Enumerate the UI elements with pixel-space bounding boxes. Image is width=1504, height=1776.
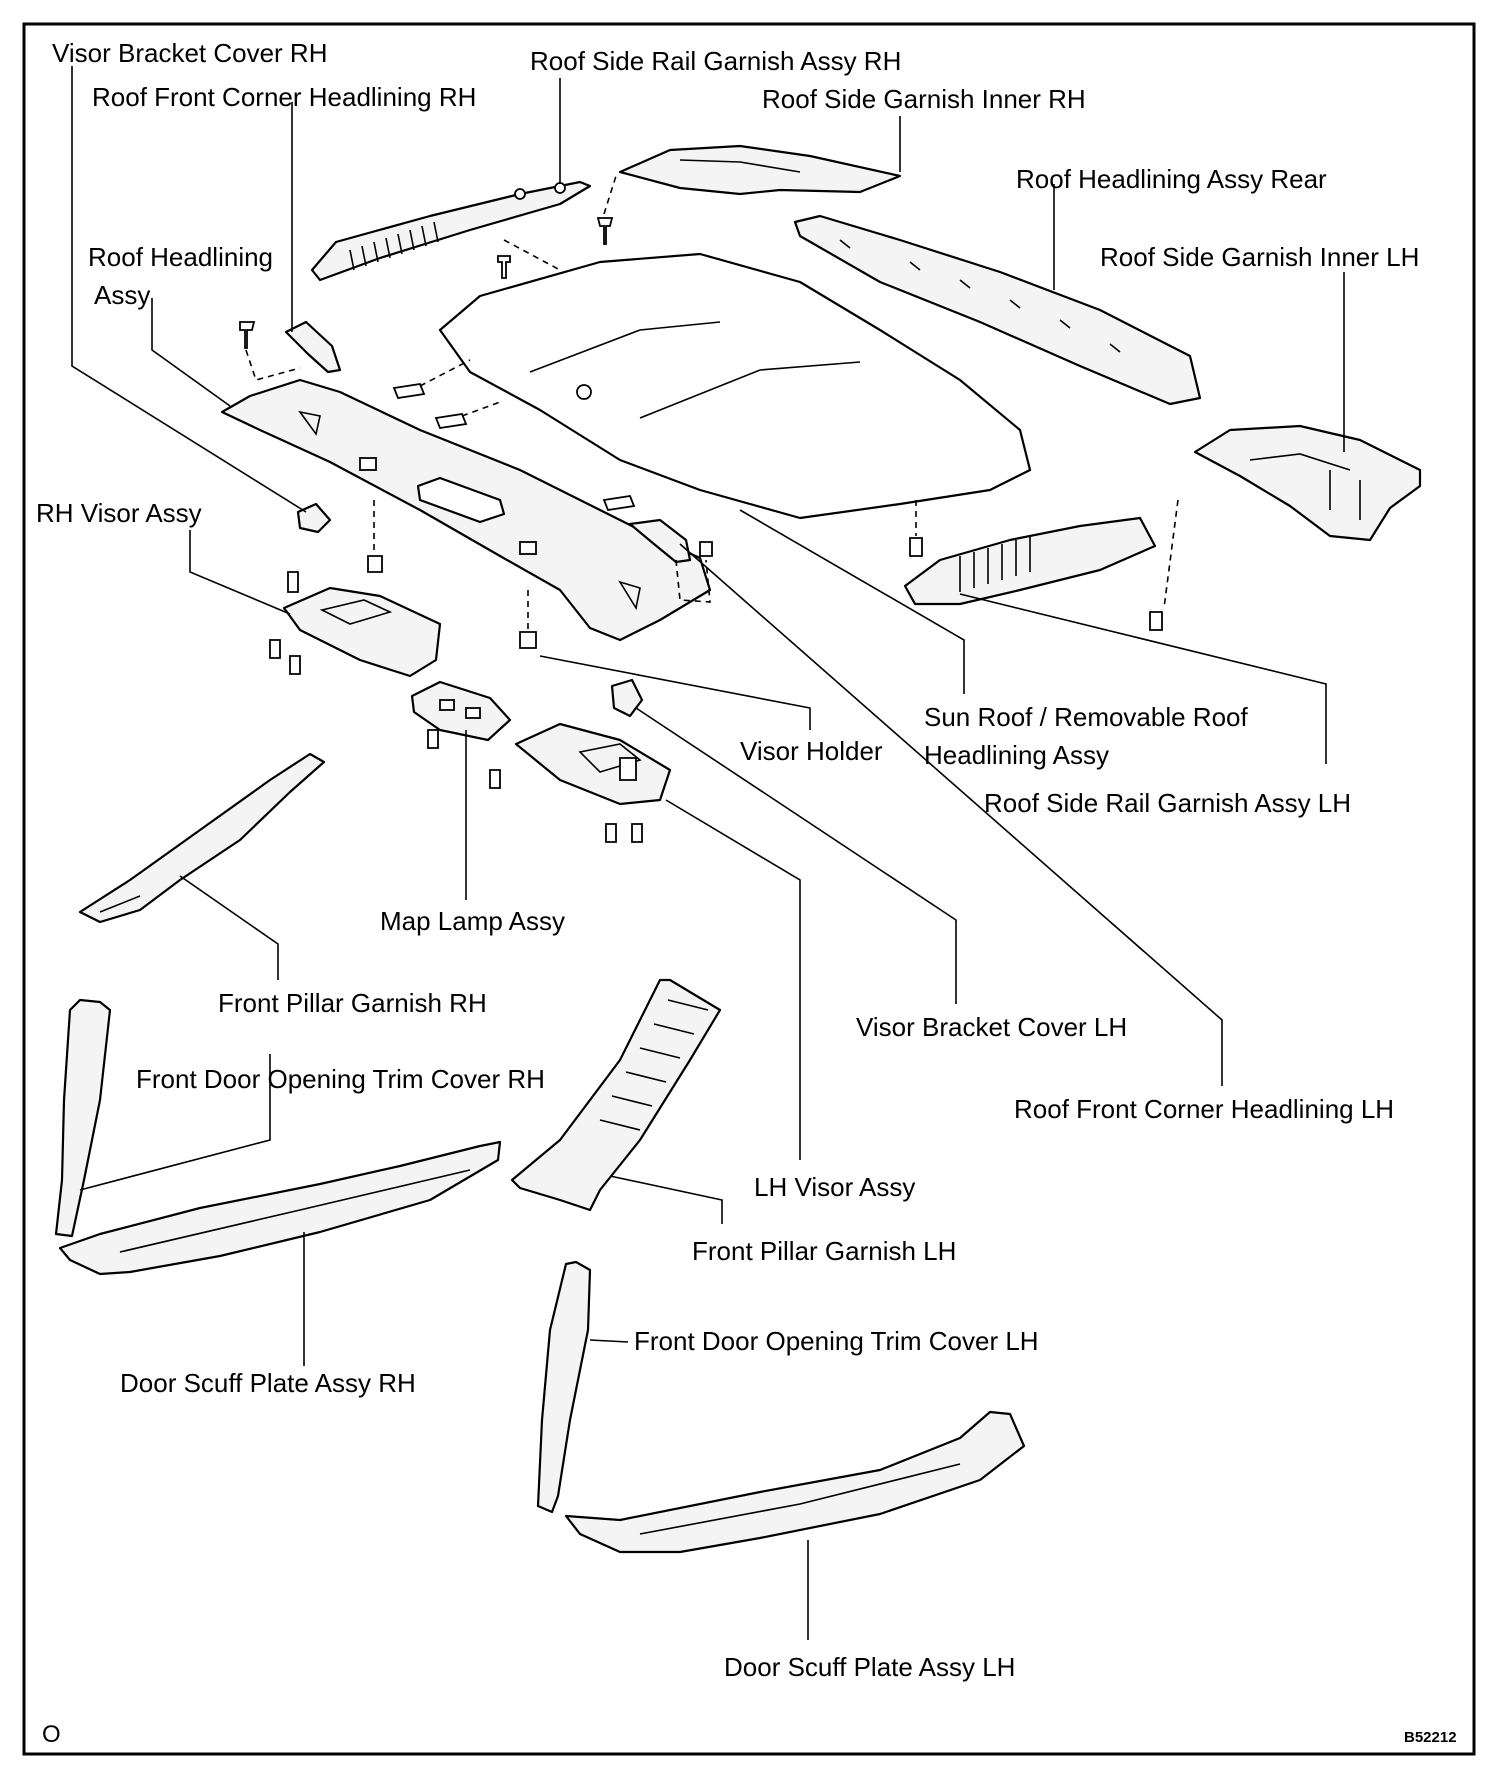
label-roof-side-rail-garnish-assy-lh: Roof Side Rail Garnish Assy LH [984, 788, 1351, 818]
label-lh-visor-assy: LH Visor Assy [754, 1172, 915, 1202]
label-front-door-opening-trim-cover-rh: Front Door Opening Trim Cover RH [136, 1064, 545, 1094]
label-roof-side-garnish-inner-rh: Roof Side Garnish Inner RH [762, 84, 1086, 114]
label-door-scuff-plate-assy-lh: Door Scuff Plate Assy LH [724, 1652, 1015, 1682]
front-door-opening-trim-lh-part [536, 1260, 592, 1514]
corner-mark-bottom-left: O [42, 1721, 61, 1748]
label-front-pillar-garnish-lh: Front Pillar Garnish LH [692, 1236, 956, 1266]
visor-bracket-cover-rh-part [296, 502, 332, 534]
label-roof-side-garnish-inner-lh: Roof Side Garnish Inner LH [1100, 242, 1419, 272]
roof-side-rail-garnish-rh-part [310, 180, 592, 282]
label-sun-roof-line2: Headlining Assy [924, 740, 1109, 770]
rh-visor-part [282, 586, 442, 678]
roof-front-corner-rh-part [284, 320, 342, 374]
label-roof-front-corner-headlining-lh: Roof Front Corner Headlining LH [1014, 1094, 1394, 1124]
label-front-door-opening-trim-cover-lh: Front Door Opening Trim Cover LH [634, 1326, 1039, 1356]
label-front-pillar-garnish-rh: Front Pillar Garnish RH [218, 988, 487, 1018]
label-sun-roof-line1: Sun Roof / Removable Roof [924, 702, 1249, 732]
label-roof-headlining-assy-line2: Assy [94, 280, 150, 310]
front-door-opening-trim-rh-part [54, 998, 112, 1238]
roof-headlining-rear-part [793, 214, 1202, 406]
door-scuff-plate-rh-part [58, 1140, 502, 1276]
label-roof-front-corner-headlining-rh: Roof Front Corner Headlining RH [92, 82, 476, 112]
label-visor-bracket-cover-lh: Visor Bracket Cover LH [856, 1012, 1127, 1042]
label-roof-side-rail-garnish-assy-rh: Roof Side Rail Garnish Assy RH [530, 46, 901, 76]
visor-bracket-cover-lh-part [610, 678, 644, 718]
label-roof-headlining-assy-line1: Roof Headlining [88, 242, 273, 272]
figure-code: B52212 [1404, 1729, 1457, 1746]
diagram-frame [22, 22, 1476, 1756]
leader-lines [71, 66, 1345, 1640]
label-map-lamp-assy: Map Lamp Assy [380, 906, 565, 936]
alignment-dashes [245, 175, 1179, 630]
label-door-scuff-plate-assy-rh: Door Scuff Plate Assy RH [120, 1368, 416, 1398]
roof-side-garnish-inner-rh-part [618, 144, 902, 196]
label-rh-visor-assy: RH Visor Assy [36, 498, 202, 528]
label-roof-headlining-assy-rear: Roof Headlining Assy Rear [1016, 164, 1327, 194]
door-scuff-plate-lh-part [564, 1410, 1026, 1554]
front-pillar-garnish-lh-part [510, 978, 722, 1212]
roof-headlining-front-part [220, 378, 712, 642]
label-visor-holder: Visor Holder [740, 736, 883, 766]
roof-side-garnish-inner-lh-part [1193, 424, 1422, 542]
lh-visor-part [514, 722, 672, 806]
front-pillar-garnish-rh-part [78, 752, 326, 924]
roof-front-corner-lh-part [628, 518, 692, 564]
map-lamp-part [410, 680, 512, 742]
sun-roof-headlining-part [438, 252, 1032, 520]
fastener-clips [239, 217, 1163, 843]
label-visor-bracket-cover-rh: Visor Bracket Cover RH [52, 38, 328, 68]
roof-side-rail-garnish-lh-part [903, 516, 1157, 606]
